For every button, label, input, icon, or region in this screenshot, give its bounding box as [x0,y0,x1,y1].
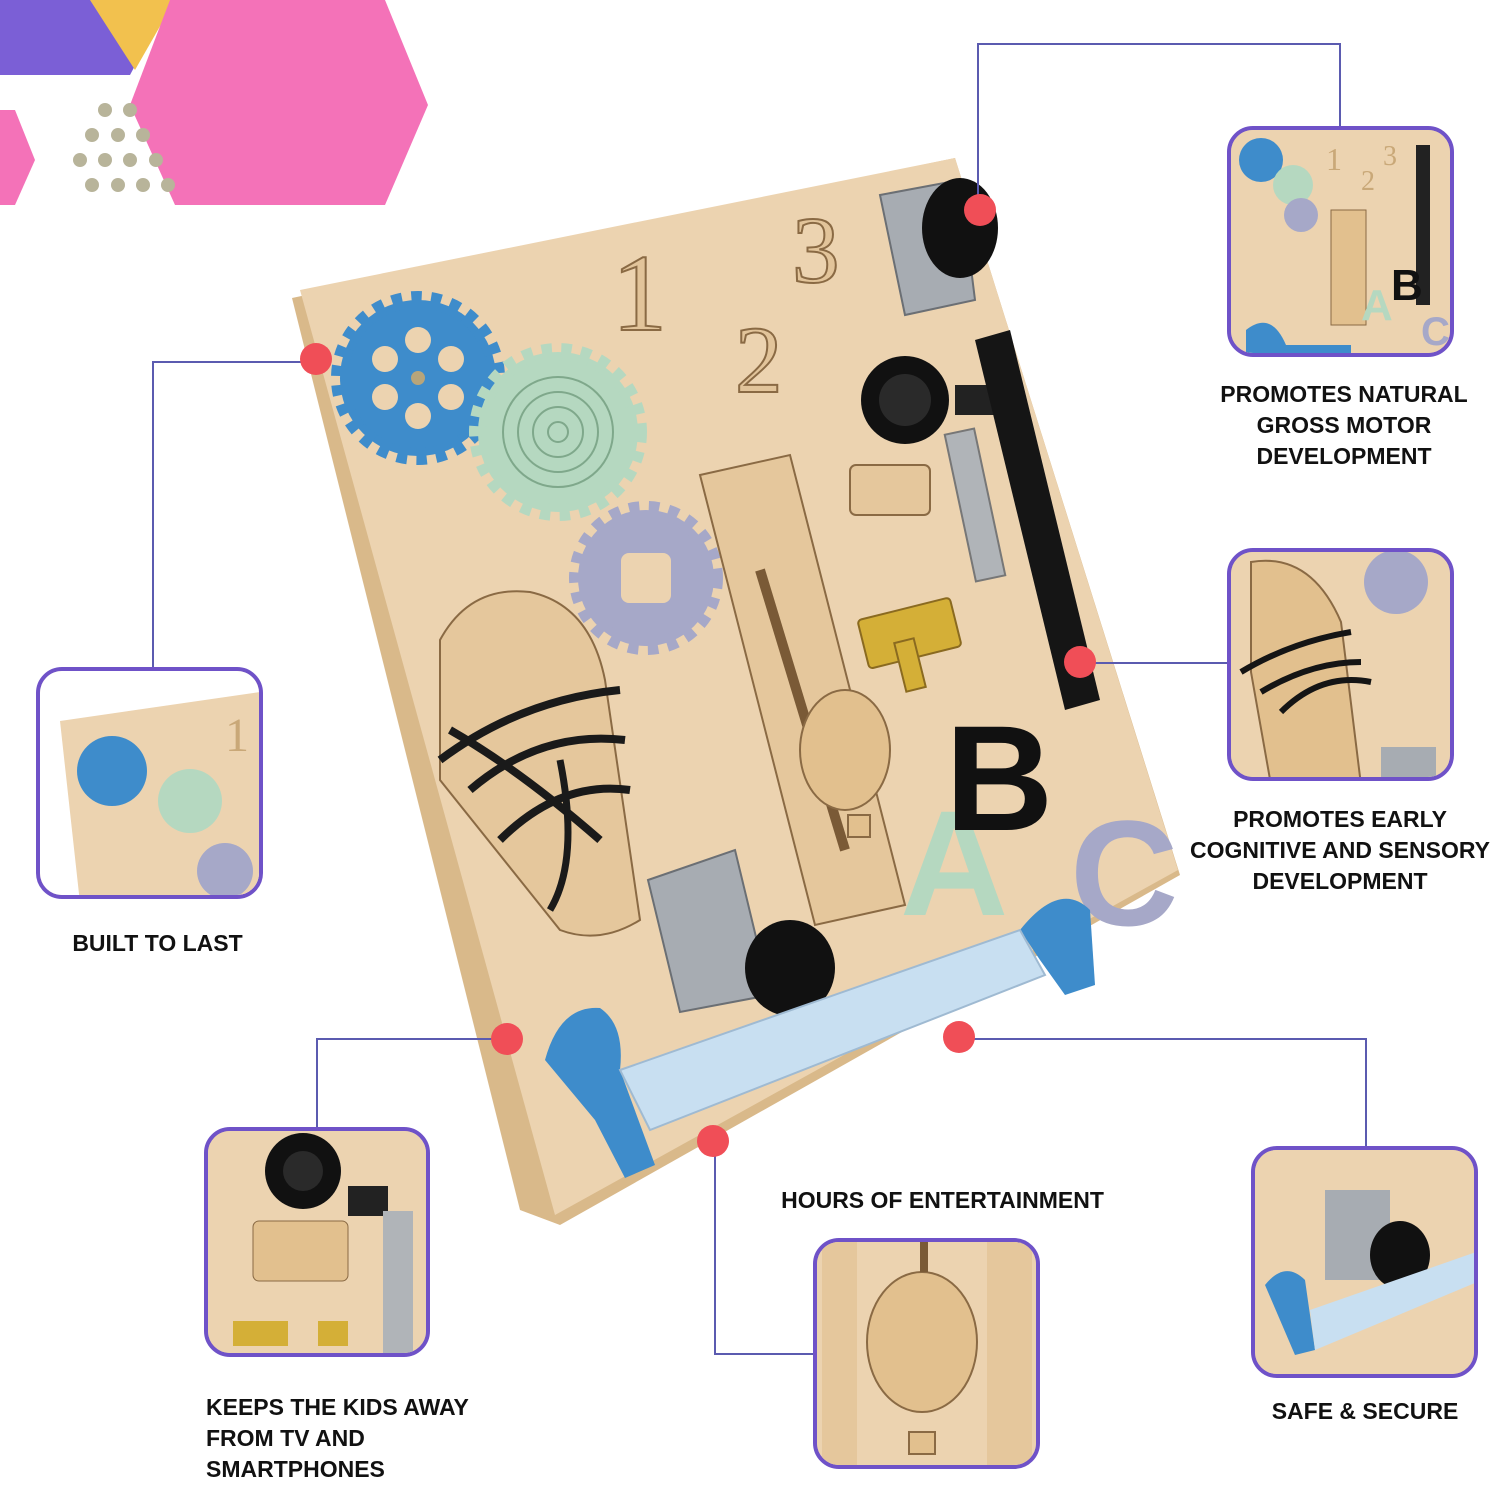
gold-barrel-bolt [857,597,962,693]
grey-gear [569,501,723,655]
caption-gross-motor-line-1: PROMOTES NATURAL [1220,381,1468,407]
caption-cognitive-line-2: COGNITIVE AND SENSORY [1190,837,1490,863]
board-number-3: 3 [792,197,840,303]
pink-hexagon [130,0,428,205]
callout-dot-kids [491,1023,523,1055]
caption-safe: SAFE & SECURE [1250,1396,1480,1427]
door-latch [943,427,1007,583]
decorative-hexagons [0,0,428,205]
thumb-number-1: 1 [1326,141,1342,177]
caption-kids-away-line-2: FROM TV AND [206,1425,365,1451]
slider-panel [698,453,907,927]
callout-line-gross-motor-top [977,43,1341,45]
callout-dot-entertainment [697,1125,729,1157]
caption-gross-motor-line-2: GROSS MOTOR [1256,412,1432,438]
caption-safe-line-1: SAFE & SECURE [1271,1398,1459,1424]
thumb-built-number-1: 1 [225,709,249,762]
caption-entertainment: HOURS OF ENTERTAINMENT [760,1185,1125,1216]
mint-gear [469,343,647,521]
caption-kids-away: KEEPS THE KIDS AWAY FROM TV AND SMARTPHO… [206,1392,506,1485]
thumb-letter-A: A [1361,281,1393,330]
busy-board-product: 1 2 3 A B C [292,158,1180,1225]
detail-frame-entertainment [813,1238,1040,1469]
board-letter-A: A [900,779,1008,947]
callout-line-entertainment-right [714,1353,814,1355]
callout-dot-gross-motor [964,194,996,226]
bottom-caster-wheel [646,848,835,1016]
thumb-number-2: 2 [1361,166,1375,197]
caption-gross-motor: PROMOTES NATURAL GROSS MOTOR DEVELOPMENT [1185,379,1500,472]
board-number-1: 1 [612,232,667,354]
dot-pattern [73,103,175,192]
detail-frame-cognitive [1227,548,1454,781]
callout-line-kids-down [316,1038,318,1130]
thumb-letter-B: B [1391,261,1423,310]
board-letter-B: B [945,694,1053,862]
zipper-dog [545,898,1095,1178]
detail-frame-safe [1251,1146,1478,1378]
yellow-hexagon [90,0,175,70]
thumb-number-3: 3 [1383,141,1397,172]
elastic-strap [975,330,1100,710]
callout-line-built-down [152,361,154,669]
callout-line-kids [316,1038,496,1040]
callout-line-gross-motor-down [1339,43,1341,129]
small-pink-hexagon [0,110,35,205]
callout-line-entertainment [714,1140,716,1355]
bicycle-bell [849,356,1010,516]
caption-cognitive-line-1: PROMOTES EARLY [1233,806,1447,832]
thumb-letter-C: C [1421,310,1450,354]
board-number-2: 2 [735,307,783,413]
caption-kids-away-line-1: KEEPS THE KIDS AWAY [206,1394,469,1420]
hot-air-balloon [799,689,891,811]
callout-line-safe [960,1038,1367,1040]
caption-built: BUILT TO LAST [40,928,275,959]
caption-cognitive-line-3: DEVELOPMENT [1252,868,1428,894]
callout-dot-built [300,343,332,375]
callout-line-built [152,361,317,363]
callout-dot-safe [943,1021,975,1053]
callout-line-gross-motor [977,43,979,208]
caption-cognitive: PROMOTES EARLY COGNITIVE AND SENSORY DEV… [1170,804,1500,897]
detail-frame-built: 1 [36,667,263,899]
detail-frame-kids-away [204,1127,430,1357]
caption-kids-away-line-3: SMARTPHONES [206,1456,385,1482]
shoe-lacing-panel [437,590,642,937]
callout-dot-cognitive [1064,646,1096,678]
detail-frame-gross-motor: 1 2 3 A B C [1227,126,1454,357]
caption-entertainment-line-1: HOURS OF ENTERTAINMENT [781,1187,1104,1213]
callout-line-cognitive [1080,662,1230,664]
caption-gross-motor-line-3: DEVELOPMENT [1256,443,1432,469]
caption-built-line-1: BUILT TO LAST [72,930,243,956]
callout-line-safe-down [1365,1038,1367,1150]
